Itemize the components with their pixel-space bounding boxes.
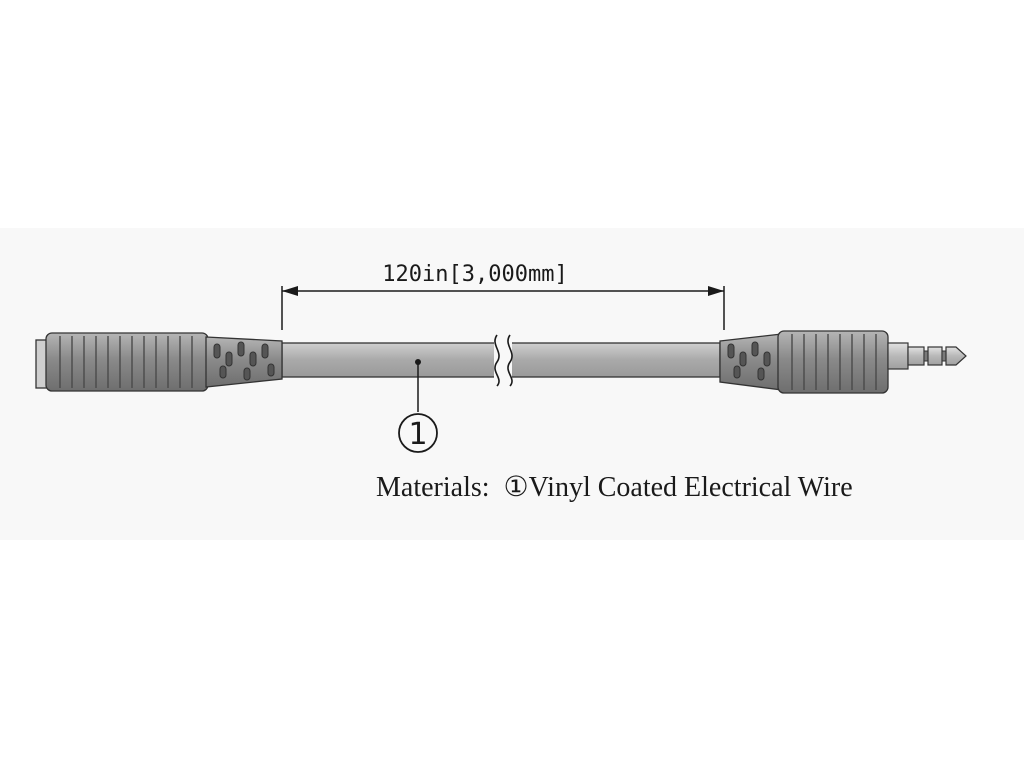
materials-item-marker: ① — [503, 472, 529, 503]
male-plug — [719, 330, 967, 394]
callout-number: 1 — [408, 417, 427, 452]
break-symbol — [494, 334, 513, 387]
female-connector — [35, 332, 283, 392]
leader-dot — [415, 359, 421, 365]
dimension-line — [281, 286, 725, 330]
callout-circle — [398, 413, 438, 453]
materials-item-text: Vinyl Coated Electrical Wire — [528, 472, 853, 503]
dimension-label: 120in[3,000mm] — [382, 262, 567, 287]
cable-wire — [281, 340, 721, 380]
materials-caption: Materials: ①Vinyl Coated Electrical Wire — [376, 470, 853, 504]
materials-prefix: Materials: — [376, 472, 490, 503]
